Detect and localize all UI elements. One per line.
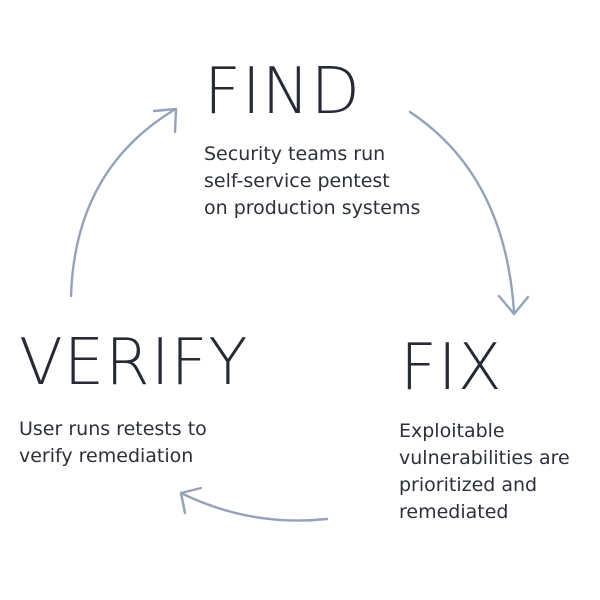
description-line: Security teams run [204,143,386,165]
stage-title-fix: FIX [400,331,503,405]
description-line: on production systems [204,197,421,219]
arrow-verify-to-find [69,108,176,298]
description-line: Exploitable [399,420,505,442]
description-line: remediated [399,501,509,523]
arrowhead-verify [179,486,203,515]
stage-description-verify: User runs retests to verify remediation [19,416,207,470]
description-line: prioritized and [399,474,538,496]
arrow-find-to-fix [408,110,516,314]
stage-description-fix: Exploitable vulnerabilities are prioriti… [399,418,570,526]
stage-description-find: Security teams run self-service pentest … [204,141,420,222]
description-line: verify remediation [19,445,194,467]
stage-title-find: FIND [204,55,361,129]
stage-title-verify: VERIFY [19,326,249,400]
description-line: vulnerabilities are [399,447,570,469]
description-line: self-service pentest [204,170,390,192]
arrowhead-find [152,107,178,134]
description-line: User runs retests to [19,418,207,440]
arrow-fix-to-verify [179,491,329,522]
arrowhead-fix [497,294,530,316]
